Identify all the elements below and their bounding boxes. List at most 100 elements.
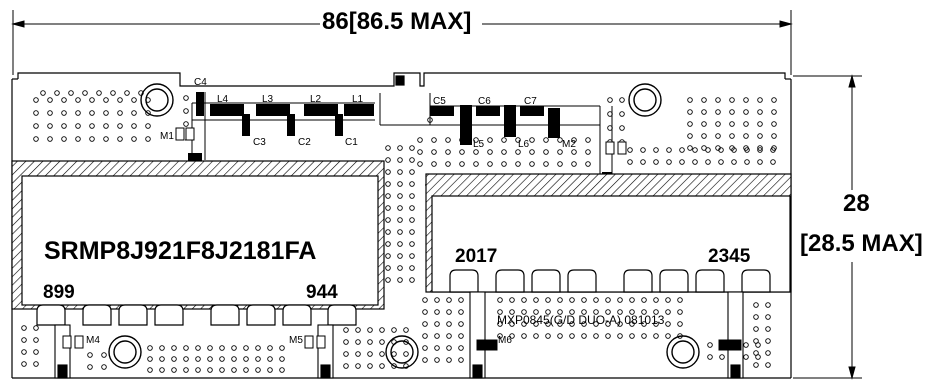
via-dot bbox=[569, 297, 575, 303]
via-dot bbox=[653, 321, 659, 327]
via-dot bbox=[545, 309, 551, 315]
via-dot bbox=[422, 321, 428, 327]
via-dot bbox=[422, 309, 428, 315]
via-dot bbox=[207, 345, 213, 351]
via-dot bbox=[715, 109, 721, 115]
via-dot bbox=[82, 90, 88, 96]
via-dot bbox=[267, 345, 273, 351]
via-dot bbox=[765, 302, 771, 308]
via-dot bbox=[581, 333, 587, 339]
via-dot bbox=[743, 354, 749, 360]
via-dot bbox=[397, 181, 403, 187]
via-dot bbox=[61, 123, 67, 129]
via-dot bbox=[243, 367, 249, 373]
via-dot bbox=[458, 321, 464, 327]
via-dot bbox=[515, 137, 521, 143]
via-dot bbox=[605, 309, 611, 315]
via-dot bbox=[47, 97, 53, 103]
via-dot bbox=[715, 133, 721, 139]
via-dot bbox=[677, 309, 683, 315]
shield-pad bbox=[567, 269, 597, 293]
via-dot bbox=[183, 108, 189, 114]
via-dot bbox=[687, 121, 693, 127]
via-dot bbox=[729, 133, 735, 139]
via-dot bbox=[529, 149, 535, 155]
via-dot bbox=[629, 333, 635, 339]
via-dot bbox=[343, 363, 349, 369]
shield-pad bbox=[282, 304, 312, 326]
via-dot bbox=[33, 361, 39, 367]
via-dot bbox=[422, 357, 428, 363]
via-dot bbox=[385, 205, 391, 211]
via-dot bbox=[665, 321, 671, 327]
via-dot bbox=[557, 309, 563, 315]
board-marking: MXP0845(G/D DUO-A) 081013 bbox=[497, 313, 665, 327]
via-dot bbox=[231, 367, 237, 373]
via-dot bbox=[397, 193, 403, 199]
via-dot bbox=[743, 121, 749, 127]
via-dot bbox=[533, 321, 539, 327]
via-dot bbox=[397, 157, 403, 163]
via-dot bbox=[147, 356, 153, 362]
via-dot bbox=[569, 309, 575, 315]
via-dot bbox=[641, 297, 647, 303]
via-dot bbox=[617, 321, 623, 327]
via-dot bbox=[434, 297, 440, 303]
shield-pad bbox=[82, 304, 112, 326]
via-dot bbox=[219, 367, 225, 373]
via-dot bbox=[434, 309, 440, 315]
right-shield-can bbox=[425, 173, 792, 293]
via-dot bbox=[743, 133, 749, 139]
via-dot bbox=[718, 147, 724, 153]
shield-pad bbox=[659, 269, 689, 293]
shield-pad bbox=[246, 304, 276, 326]
via-dot bbox=[753, 314, 759, 320]
mount-pads-bottom bbox=[62, 335, 742, 351]
via-dot bbox=[195, 356, 201, 362]
via-dot bbox=[458, 297, 464, 303]
via-dot bbox=[159, 356, 165, 362]
via-dot bbox=[61, 97, 67, 103]
label-c1: C1 bbox=[345, 137, 358, 148]
shield-pad bbox=[495, 269, 525, 293]
via-dot bbox=[243, 345, 249, 351]
via-dot bbox=[75, 123, 81, 129]
via-dot bbox=[103, 97, 109, 103]
via-dot bbox=[145, 136, 151, 142]
component-pads bbox=[175, 127, 627, 155]
shield-pad bbox=[36, 304, 66, 326]
via-dot bbox=[521, 333, 527, 339]
via-dot bbox=[171, 356, 177, 362]
via-dot bbox=[771, 109, 777, 115]
via-dot bbox=[279, 367, 285, 373]
via-dot bbox=[403, 327, 409, 333]
via-dot bbox=[640, 147, 646, 153]
via-dot bbox=[765, 326, 771, 332]
via-dot bbox=[571, 137, 577, 143]
via-dot bbox=[33, 110, 39, 116]
via-dot bbox=[718, 159, 724, 165]
via-dot bbox=[379, 327, 385, 333]
via-dot bbox=[753, 302, 759, 308]
via-dot bbox=[533, 297, 539, 303]
via-dot bbox=[581, 309, 587, 315]
via-dot bbox=[445, 149, 451, 155]
via-dot bbox=[557, 297, 563, 303]
right-freq-high: 2345 bbox=[708, 246, 751, 267]
via-dot bbox=[103, 123, 109, 129]
via-dot bbox=[701, 97, 707, 103]
via-dot bbox=[458, 309, 464, 315]
via-dot bbox=[195, 345, 201, 351]
label-l5: L5 bbox=[473, 139, 485, 150]
via-dot bbox=[124, 90, 130, 96]
via-dot bbox=[40, 90, 46, 96]
via-dot bbox=[729, 109, 735, 115]
via-dot bbox=[117, 136, 123, 142]
via-dot bbox=[145, 110, 151, 116]
via-dot bbox=[33, 97, 39, 103]
via-dot bbox=[619, 97, 625, 103]
via-dot bbox=[545, 333, 551, 339]
shield-pad bbox=[695, 269, 725, 293]
via-dot bbox=[757, 121, 763, 127]
via-dot bbox=[89, 97, 95, 103]
